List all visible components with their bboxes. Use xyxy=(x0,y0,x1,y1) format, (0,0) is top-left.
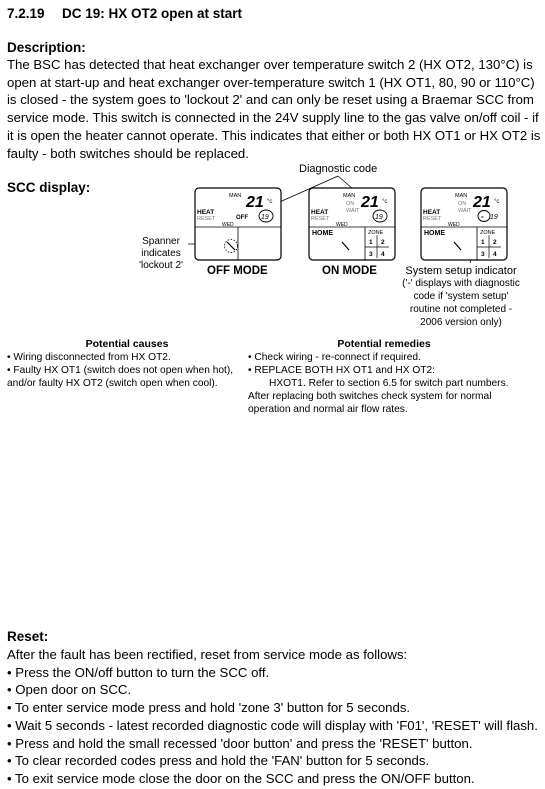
lcd-temperature: 21 xyxy=(472,194,491,211)
lcd-zone-1: 1 xyxy=(481,239,485,246)
scc-display-label: SCC display: xyxy=(7,180,91,195)
section-title: DC 19: HX OT2 open at start xyxy=(62,6,243,21)
system-setup-title: System setup indicator xyxy=(405,265,517,277)
lcd-on: ON xyxy=(458,201,466,207)
lcd-zone-4: 4 xyxy=(493,251,497,258)
spanner-label: Spanner indicates 'lockout 2' xyxy=(131,236,191,272)
remedy-line: operation and normal air flow rates. xyxy=(248,404,408,415)
lcd-on: ON xyxy=(346,201,354,207)
lcd-heat: HEAT xyxy=(311,209,328,216)
lcd-reset: RESET xyxy=(423,216,442,222)
lcd-off: OFF xyxy=(236,215,248,221)
lcd-heat: HEAT xyxy=(197,209,214,216)
lcd-temperature: 21 xyxy=(360,194,379,211)
description-text: The BSC has detected that heat exchanger… xyxy=(7,56,541,162)
spanner-label-line: Spanner xyxy=(142,236,180,247)
lcd-zone-3: 3 xyxy=(481,251,485,258)
lcd-unit: °c xyxy=(267,199,272,205)
system-setup-line: ('-' displays with diagnostic xyxy=(402,278,520,289)
lcd-wed: WED xyxy=(336,222,348,228)
potential-remedies: Potential remedies • Check wiring - re-c… xyxy=(248,338,538,416)
cause-line: • Faulty HX OT1 (switch does not open wh… xyxy=(7,365,234,376)
spanner-label-line: 'lockout 2' xyxy=(139,260,183,271)
section-heading: 7.2.19 DC 19: HX OT2 open at start xyxy=(7,6,242,21)
spanner-icon xyxy=(226,241,236,251)
remedy-line: After replacing both switches check syst… xyxy=(248,391,492,402)
lcd-zone: ZONE xyxy=(480,230,496,236)
lcd-unit: °c xyxy=(494,199,499,205)
causes-title: Potential causes xyxy=(85,338,169,350)
lcd-wed: WED xyxy=(448,222,460,228)
description-line: The BSC has detected that heat exchanger… xyxy=(7,57,533,72)
description-label: Description: xyxy=(7,40,86,55)
lcd-heat: HEAT xyxy=(423,209,440,216)
reset-step: • Press and hold the small recessed 'doo… xyxy=(7,735,473,751)
reset-step: • Press the ON/off button to turn the SC… xyxy=(7,664,270,680)
lcd-zone-2: 2 xyxy=(493,239,497,246)
diagnostic-code-label: Diagnostic code xyxy=(299,163,378,175)
lcd-man: MAN xyxy=(229,193,241,199)
reset-intro: After the fault has been rectified, rese… xyxy=(7,647,408,662)
lcd-wait: WAIT xyxy=(458,208,472,214)
lcd-home: HOME xyxy=(312,230,333,237)
cause-line: and/or faulty HX OT2 (switch open when c… xyxy=(7,378,218,389)
remedy-line: • Check wiring - re-connect if required. xyxy=(248,352,421,363)
description-line: it is open the heater cannot operate. Th… xyxy=(7,127,541,143)
reset-label: Reset: xyxy=(7,629,49,644)
lcd-on-mode: MAN ON 21 °c HEAT RESET WAIT WED 19 HOME… xyxy=(308,187,396,261)
description-line: open at start-up and heat exchanger over… xyxy=(7,74,535,90)
lcd-wait: WAIT xyxy=(346,208,360,214)
reset-step: • To exit service mode close the door on… xyxy=(7,770,475,786)
lcd-zone-2: 2 xyxy=(381,239,385,246)
lcd-off-mode: MAN 21 °c HEAT RESET OFF WED 19 xyxy=(194,187,282,261)
lcd-diagnostic-code: 19 xyxy=(375,214,383,221)
system-setup-line: routine not completed - xyxy=(409,304,513,315)
lcd-zone-3: 3 xyxy=(369,251,373,258)
reset-step: • To enter service mode press and hold '… xyxy=(7,700,411,716)
lcd-zone-1: 1 xyxy=(369,239,373,246)
lcd-system-dash: - xyxy=(481,212,484,221)
lcd-man: MAN xyxy=(343,193,355,199)
description-line: is closed - the system goes to 'lockout … xyxy=(7,92,534,108)
lcd-wed: WED xyxy=(222,222,234,228)
potential-causes: Potential causes • Wiring disconnected f… xyxy=(7,338,247,390)
lcd-man: MAN xyxy=(455,193,467,199)
lcd-zone-4: 4 xyxy=(381,251,385,258)
lcd-reset: RESET xyxy=(197,216,216,222)
system-setup-line: 2006 version only) xyxy=(420,317,502,328)
description-line: faulty - both switches should be replace… xyxy=(7,145,249,161)
system-setup-line: code if 'system setup' xyxy=(413,291,509,302)
reset-step: • To clear recorded codes press and hold… xyxy=(7,753,430,769)
section-number: 7.2.19 xyxy=(7,6,45,21)
lcd-diagnostic-code: 19 xyxy=(261,214,269,221)
clock-hand-icon xyxy=(453,241,462,251)
lcd-unit: °c xyxy=(382,199,387,205)
lcd-lockout-circle xyxy=(224,239,238,253)
cause-line: • Wiring disconnected from HX OT2. xyxy=(7,352,171,363)
system-setup-note: System setup indicator ('-' displays wit… xyxy=(400,265,522,329)
on-mode-label: ON MODE xyxy=(322,265,377,277)
lcd-system-setup: MAN ON 21 °c HEAT RESET WAIT WED - 19 HO… xyxy=(420,187,508,261)
lcd-zone: ZONE xyxy=(368,230,384,236)
reset-instructions: After the fault has been rectified, rese… xyxy=(7,646,539,788)
remedy-line: • REPLACE BOTH HX OT1 and HX OT2: xyxy=(248,365,435,376)
reset-step: • Wait 5 seconds - latest recorded diagn… xyxy=(7,717,538,733)
scc-display-diagram: MAN 21 °c HEAT RESET OFF WED 19 MAN ON 2… xyxy=(188,175,508,264)
clock-hand-icon xyxy=(341,241,350,251)
lcd-home: HOME xyxy=(424,230,445,237)
spanner-label-line: indicates xyxy=(141,248,181,259)
reset-step: • Open door on SCC. xyxy=(7,682,132,698)
remedies-title: Potential remedies xyxy=(337,338,431,350)
remedy-line: HXOT1. Refer to section 6.5 for switch p… xyxy=(269,378,509,389)
lcd-diagnostic-code: 19 xyxy=(490,214,498,221)
off-mode-label: OFF MODE xyxy=(207,265,268,277)
description-line: service mode. This switch is connected i… xyxy=(7,110,539,126)
lcd-reset: RESET xyxy=(311,216,330,222)
lcd-temperature: 21 xyxy=(245,194,264,211)
